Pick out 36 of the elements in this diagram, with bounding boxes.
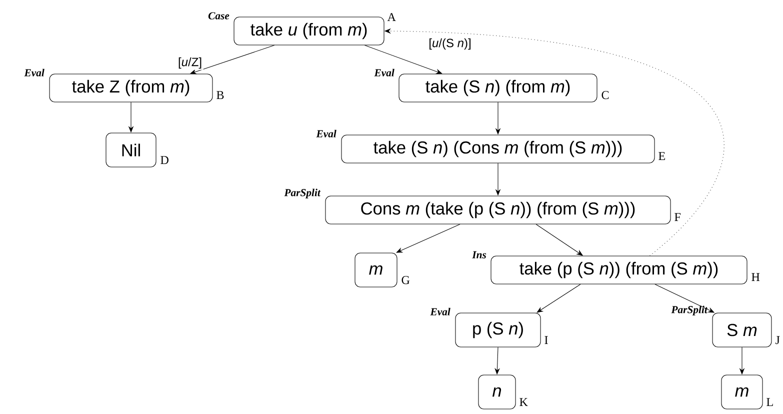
node-letter: L xyxy=(766,398,773,406)
term-box: m xyxy=(354,252,398,288)
node-letter: E xyxy=(658,152,665,160)
node-letter: F xyxy=(674,213,680,221)
rule-label: Eval xyxy=(316,130,336,138)
term-box: n xyxy=(478,374,516,410)
node-letter: G xyxy=(402,276,410,284)
edge-label: [u/Z] xyxy=(178,57,202,69)
term-box: take u (from m) xyxy=(234,16,384,46)
term-box: take (S n) (Cons m (from (S m))) xyxy=(341,134,655,164)
term-box: take (p (S n)) (from (S m)) xyxy=(490,256,748,284)
edge-label: [u/(S n)] xyxy=(430,38,470,50)
rule-label: Eval xyxy=(24,68,44,76)
term-box: Cons m (take (p (S n)) (from (S m))) xyxy=(325,196,671,224)
rule-label: Eval xyxy=(430,308,450,316)
term-box: p (S n) xyxy=(455,312,541,348)
node-letter: I xyxy=(544,336,548,344)
term-box: m xyxy=(721,374,763,410)
node-letter: C xyxy=(602,91,609,100)
arrow xyxy=(396,224,460,253)
term-box: S m xyxy=(712,312,772,348)
rule-label: ParSplit xyxy=(284,188,321,198)
node-letter: K xyxy=(520,398,528,406)
node-letter: D xyxy=(160,156,168,164)
node-letter: A xyxy=(387,13,396,21)
rule-label: Ins xyxy=(472,251,486,258)
term-box: Nil xyxy=(106,132,156,168)
term-box: take (S n) (from m) xyxy=(398,74,598,102)
rule-label: Eval xyxy=(374,68,394,76)
arrow xyxy=(536,284,581,313)
rule-label: Case xyxy=(208,12,230,20)
node-letter: B xyxy=(216,91,224,100)
node-letter: J xyxy=(776,336,780,344)
rule-label: ParSplit xyxy=(671,306,708,316)
term-box: take Z (from m) xyxy=(49,74,213,102)
node-letter: H xyxy=(752,273,760,281)
